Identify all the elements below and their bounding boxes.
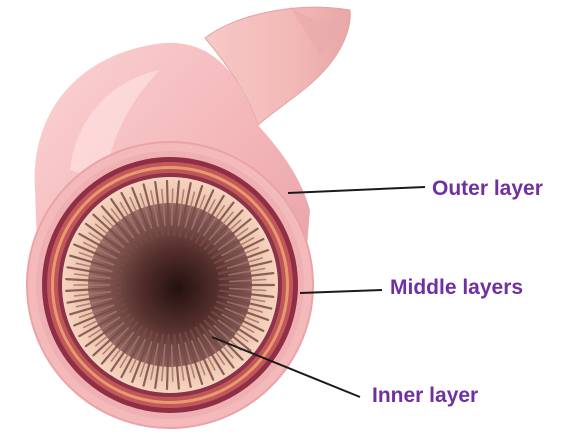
outer-layer-leader-line	[288, 187, 425, 193]
inner-layer-fold	[172, 189, 173, 225]
inner-layer-fold	[172, 345, 173, 381]
middle-layers-label: Middle layers	[390, 276, 523, 299]
outer-layer-label: Outer layer	[432, 177, 543, 200]
inner-layer-label: Inner layer	[372, 384, 478, 407]
